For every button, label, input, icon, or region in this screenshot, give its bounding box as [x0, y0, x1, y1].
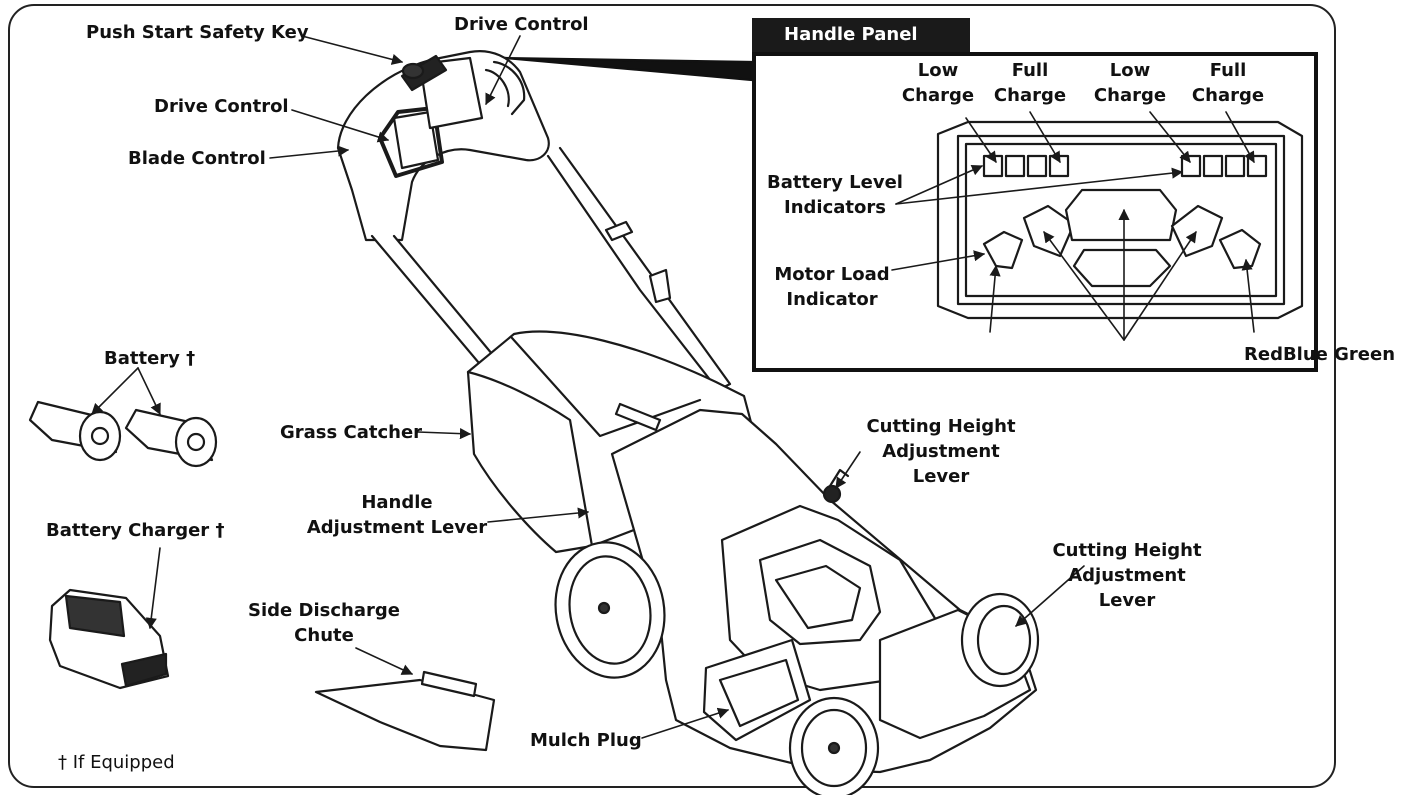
side-discharge-chute-part: [314, 670, 496, 752]
blade-control-label: Blade Control: [128, 148, 266, 169]
if-equipped-footnote: † If Equipped: [58, 752, 175, 773]
battery-charger-unit: [48, 588, 170, 690]
grass-catcher-label: Grass Catcher: [280, 422, 423, 443]
drive-control-label: Drive Control: [154, 96, 289, 117]
handle-panel-title: Handle Panel: [752, 18, 970, 52]
battery-level-indicator-right: [1180, 154, 1268, 178]
handle-panel-box: [752, 52, 1318, 372]
battery-label: Battery †: [104, 348, 196, 369]
mower-deck: [610, 408, 1038, 774]
mulch-plug-label: Mulch Plug: [530, 730, 642, 751]
leader-lines: [91, 35, 1255, 739]
battery-packs: [28, 400, 218, 468]
diagram-frame: [8, 4, 1336, 788]
battery-charger-label: Battery Charger †: [46, 520, 225, 541]
mower-wheels: [554, 541, 1040, 795]
indicator-colors-label: RedBlue Green: [1244, 344, 1396, 365]
push-start-safety-key-label: Push Start Safety Key: [86, 22, 309, 43]
drive-control-top-label: Drive Control: [454, 14, 589, 35]
panel-callout-wedge: [503, 56, 754, 82]
